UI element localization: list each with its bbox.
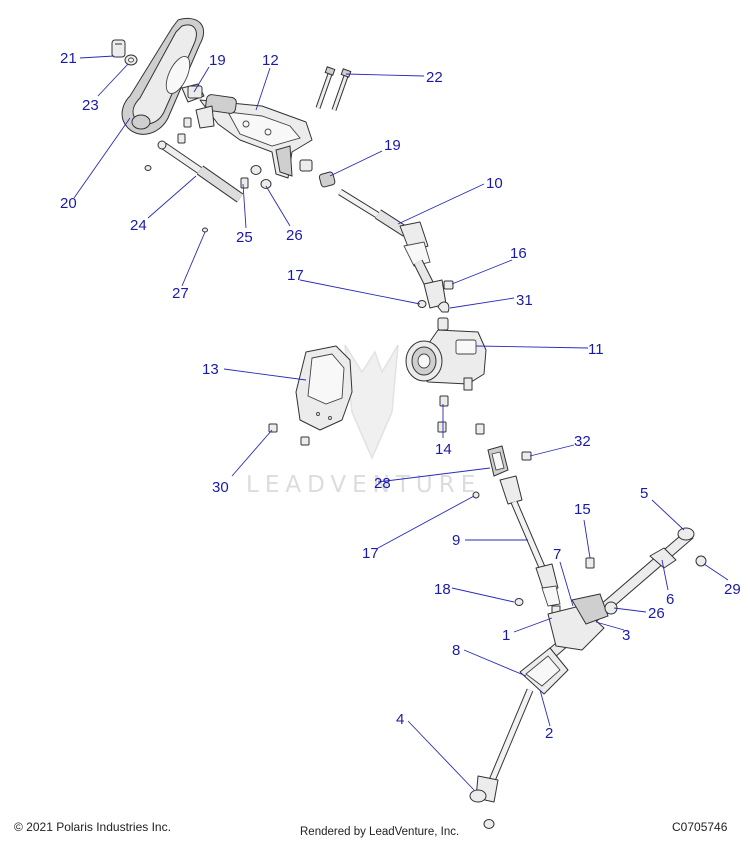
callout-3: 3	[622, 627, 630, 644]
callout-13: 13	[202, 361, 219, 378]
callout-17: 17	[362, 545, 379, 562]
callout-27: 27	[172, 285, 189, 302]
lower-steering-shaft	[472, 475, 595, 615]
steering-wheel-nut-part	[124, 54, 138, 66]
callout-8: 8	[452, 642, 460, 659]
steering-wheel-cap-part	[111, 39, 126, 58]
bushing-lower-part	[318, 171, 336, 188]
leadventure-watermark: LEADVENTURE	[246, 344, 481, 498]
callout-16: 16	[510, 245, 527, 262]
callout-10: 10	[486, 175, 503, 192]
callout-17: 17	[287, 267, 304, 284]
callout-32: 32	[574, 433, 591, 450]
callout-22: 22	[426, 69, 443, 86]
upper-steering-shaft	[338, 189, 447, 309]
callout-25: 25	[236, 229, 253, 246]
tie-rod-left	[469, 688, 534, 829]
callout-6: 6	[666, 591, 674, 608]
rendered-by-text: Rendered by LeadVenture, Inc.	[300, 826, 460, 838]
callout-9: 9	[452, 532, 460, 549]
callout-26: 26	[648, 605, 665, 622]
power-steering-unit	[405, 317, 487, 435]
steering-rack	[519, 527, 707, 695]
leader-lines	[73, 55, 729, 791]
callout-31: 31	[516, 292, 533, 309]
callout-29: 29	[724, 581, 741, 598]
bracket-bolts-part	[315, 66, 352, 111]
callout-19: 19	[209, 52, 226, 69]
callout-30: 30	[212, 479, 229, 496]
copyright-text: © 2021 Polaris Industries Inc.	[14, 820, 171, 834]
callout-19: 19	[384, 137, 401, 154]
callout-23: 23	[82, 97, 99, 114]
callout-21: 21	[60, 50, 77, 67]
callout-15: 15	[574, 501, 591, 518]
callout-2: 2	[545, 725, 553, 742]
bushing-upper-part	[187, 85, 203, 99]
callout-7: 7	[553, 546, 561, 563]
callout-26: 26	[286, 227, 303, 244]
callout-11: 11	[588, 341, 604, 358]
callout-20: 20	[60, 195, 77, 212]
steering-cover	[295, 345, 353, 431]
callout-14: 14	[435, 441, 452, 458]
tilt-gas-strut	[157, 140, 244, 203]
callout-28: 28	[374, 475, 391, 492]
callout-labels: 21 23 19 12 22 20 19 10 24 25 26 27 16 1…	[60, 50, 741, 742]
watermark-text: LEADVENTURE	[246, 472, 481, 498]
callout-5: 5	[640, 485, 648, 502]
callout-18: 18	[434, 581, 451, 598]
callout-12: 12	[262, 52, 279, 69]
callout-1: 1	[502, 627, 510, 644]
diagram-code: C0705746	[672, 820, 728, 834]
steering-wheel	[121, 18, 205, 135]
callout-24: 24	[130, 217, 147, 234]
bracket-hardware-part	[144, 117, 313, 233]
cover-screws-part	[268, 423, 310, 446]
column-bracket	[195, 94, 313, 179]
boot-hardware-part	[487, 445, 532, 477]
callout-4: 4	[396, 711, 404, 728]
shaft-hardware-part	[417, 280, 454, 313]
